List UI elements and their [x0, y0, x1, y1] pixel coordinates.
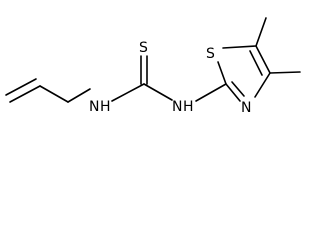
thiazole-c5-c4-double-bond-b: [249, 50, 263, 76]
allyl-terminal-double-bond-a: [9, 85, 41, 103]
c4-methyl-bond: [269, 71, 301, 74]
allyl-terminal-double-bond-b: [5, 78, 37, 96]
nh-right-to-thiazole-c2-bond: [195, 83, 227, 102]
thiourea-thiazole-structure: N H S N H S N: [5, 17, 301, 116]
thiazole-c4-n3-bond: [254, 72, 271, 98]
nh-left-h-label: H: [100, 99, 111, 115]
thiazole-n3-c2-double-bond-a: [225, 83, 241, 102]
thiazole-s1-c5-bond: [222, 45, 257, 49]
nh-left-to-thiocarbonyl-bond: [111, 83, 145, 102]
thione-s-label: S: [139, 40, 148, 56]
thiazole-n3-c2-double-bond-b: [231, 81, 245, 97]
thiazole-c2-s1-bond: [217, 61, 227, 85]
molecule-canvas: N H S N H S N: [5, 17, 301, 116]
nh-right-n-label: N: [172, 99, 182, 115]
thiazole-s-label: S: [206, 46, 215, 62]
allyl-vinyl-to-ch-bond: [39, 85, 69, 103]
c5-methyl-bond: [255, 17, 267, 47]
nh-right-h-label: H: [183, 99, 194, 115]
thiazole-n-label: N: [241, 100, 251, 116]
nh-left-n-label: N: [89, 99, 99, 115]
allyl-ch2-bond: [67, 88, 91, 103]
thiazole-c5-c4-double-bond-a: [255, 45, 271, 74]
thiocarbonyl-to-nh-right-bond: [143, 83, 173, 101]
